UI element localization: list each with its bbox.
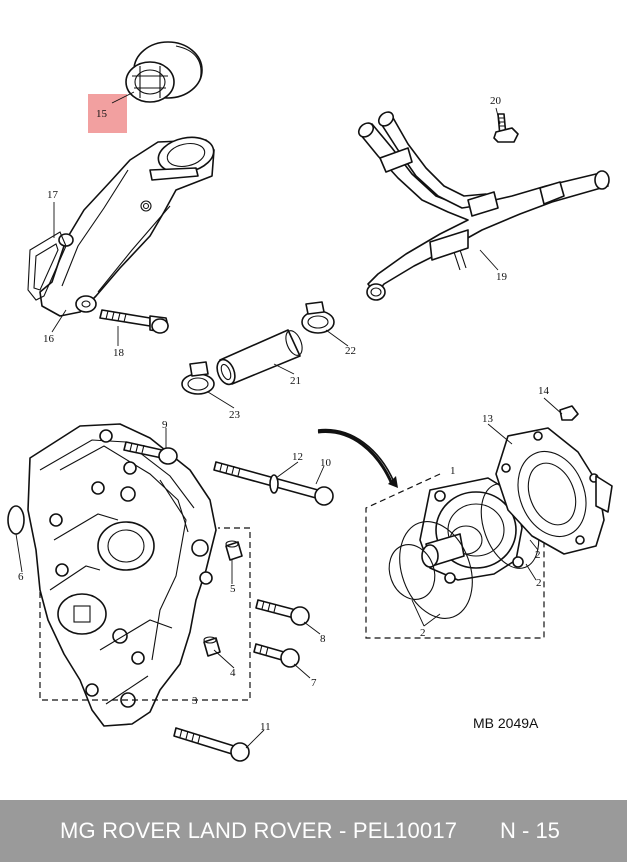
callout-15[interactable]: 15 [96, 108, 108, 120]
assembly-arrow-head [388, 476, 398, 488]
dowel-part-5 [225, 540, 243, 561]
thermostat-housing-part-16 [39, 136, 215, 317]
footer-page-number: N - 15 [500, 818, 560, 843]
callout-14[interactable]: 14 [538, 385, 550, 397]
assembly-arrow [317, 428, 395, 483]
callout-2a[interactable]: 2 [420, 627, 426, 639]
callout-13[interactable]: 13 [482, 413, 494, 425]
washer-part-12 [269, 474, 279, 494]
callout-8[interactable]: 8 [320, 633, 326, 645]
callout-11[interactable]: 11 [260, 721, 271, 733]
callout-4[interactable]: 4 [230, 667, 236, 679]
bolt-part-18 [99, 309, 169, 334]
callout-21[interactable]: 21 [290, 375, 301, 387]
callout-17[interactable]: 17 [47, 189, 59, 201]
bolt-part-11 [173, 727, 250, 762]
bolt-part-7 [253, 643, 300, 668]
callout-15-highlight[interactable] [88, 94, 127, 133]
assembly-bracket-3 [39, 527, 251, 701]
callout-5[interactable]: 5 [230, 583, 236, 595]
bolt-part-20 [493, 113, 519, 143]
callout-2b[interactable]: 2 [536, 577, 542, 589]
exploded-parts-diagram: 15 17 16 18 20 19 21 22 23 9 12 10 14 13… [7, 41, 613, 762]
water-pump-housing-part-6 [7, 423, 217, 727]
callout-6[interactable]: 6 [18, 571, 24, 583]
hose-clip-part-22 [301, 301, 335, 334]
callout-1[interactable]: 1 [450, 465, 456, 477]
callout-7[interactable]: 7 [311, 677, 317, 689]
bolt-part-10 [213, 461, 334, 506]
diagram-reference-code: MB 2049A [473, 715, 539, 731]
callout-22[interactable]: 22 [345, 345, 356, 357]
bolt-part-8 [255, 599, 310, 626]
hose-clip-part-23 [181, 361, 215, 395]
callout-20[interactable]: 20 [490, 95, 502, 107]
callout-16[interactable]: 16 [43, 333, 55, 345]
leader-lines [15, 91, 563, 749]
callout-9[interactable]: 9 [162, 419, 168, 431]
gasket-part-13 [495, 427, 613, 555]
heater-pipe-part-19 [357, 111, 610, 301]
bolt-part-14 [559, 405, 579, 421]
diagram-canvas: 15 17 16 18 20 19 21 22 23 9 12 10 14 13… [7, 41, 613, 762]
callout-23[interactable]: 23 [229, 409, 241, 421]
thermostat-part-15 [125, 41, 203, 103]
callout-10[interactable]: 10 [320, 457, 332, 469]
callout-12[interactable]: 12 [292, 451, 303, 463]
callout-3[interactable]: 3 [192, 695, 198, 707]
callout-19[interactable]: 19 [496, 271, 508, 283]
gasket-part-17 [27, 231, 67, 301]
footer-title: MG ROVER LAND ROVER - PEL10017 [60, 818, 458, 843]
callout-18[interactable]: 18 [113, 347, 125, 359]
hose-part-21 [216, 329, 303, 386]
footer-bar: MG ROVER LAND ROVER - PEL10017 N - 15 [0, 800, 627, 862]
callout-2c[interactable]: 2 [535, 549, 541, 561]
bolt-part-9 [123, 441, 178, 465]
